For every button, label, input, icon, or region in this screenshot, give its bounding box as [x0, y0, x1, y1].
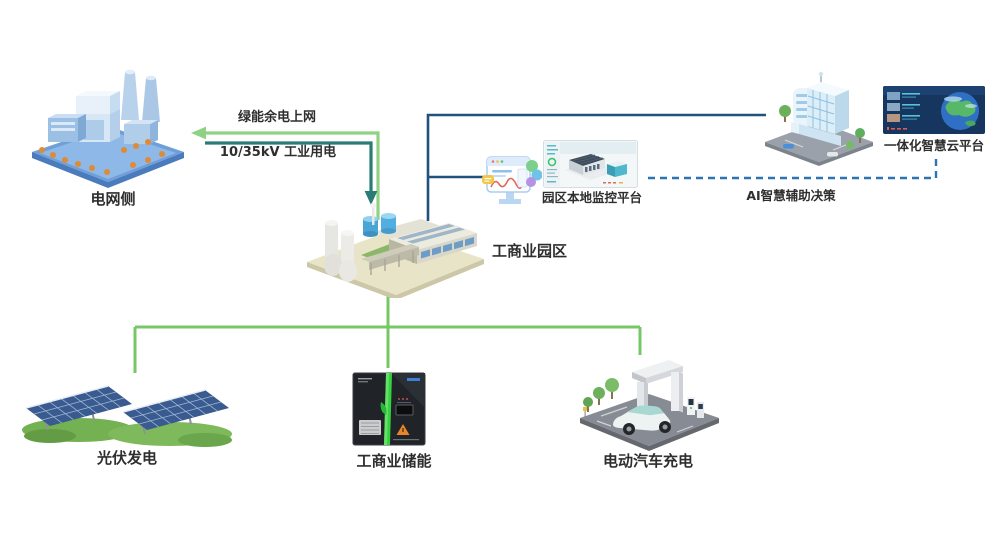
import-flow-label: 10/35kV 工业用电 — [219, 145, 337, 160]
ev-charging-illustration — [577, 350, 722, 452]
smart-building-illustration — [763, 66, 875, 166]
green-export-arrow-line — [206, 131, 380, 220]
teal-import-arrowhead — [364, 191, 378, 205]
cloud-platform-screenshot — [883, 86, 985, 134]
export-flow-label: 绿能余电上网 — [237, 110, 317, 125]
grid-label: 电网侧 — [90, 190, 136, 208]
solar-panels-illustration — [20, 370, 235, 448]
park-label: 工商业园区 — [492, 242, 568, 260]
cloud-label: 一体化智慧云平台 — [883, 138, 985, 153]
monitor-platform-screenshot — [543, 140, 638, 188]
industrial-park-illustration — [303, 203, 488, 298]
ev-label: 电动汽车充电 — [602, 452, 694, 470]
power-plant-illustration — [28, 60, 188, 188]
ai-decision-label: AI智慧辅助决策 — [746, 188, 836, 203]
monitor-dashboard-icon — [482, 150, 542, 208]
solar-label: 光伏发电 — [96, 449, 158, 467]
teal-import-arrow-line — [205, 141, 373, 191]
monitor-label: 园区本地监控平台 — [541, 190, 643, 205]
storage-label: 工商业储能 — [356, 452, 432, 470]
battery-cabinet-illustration — [351, 370, 427, 448]
navy-park-to-building-line — [426, 113, 766, 221]
dashed-ai-decision-line — [648, 156, 938, 180]
green-export-arrowhead — [191, 126, 206, 140]
